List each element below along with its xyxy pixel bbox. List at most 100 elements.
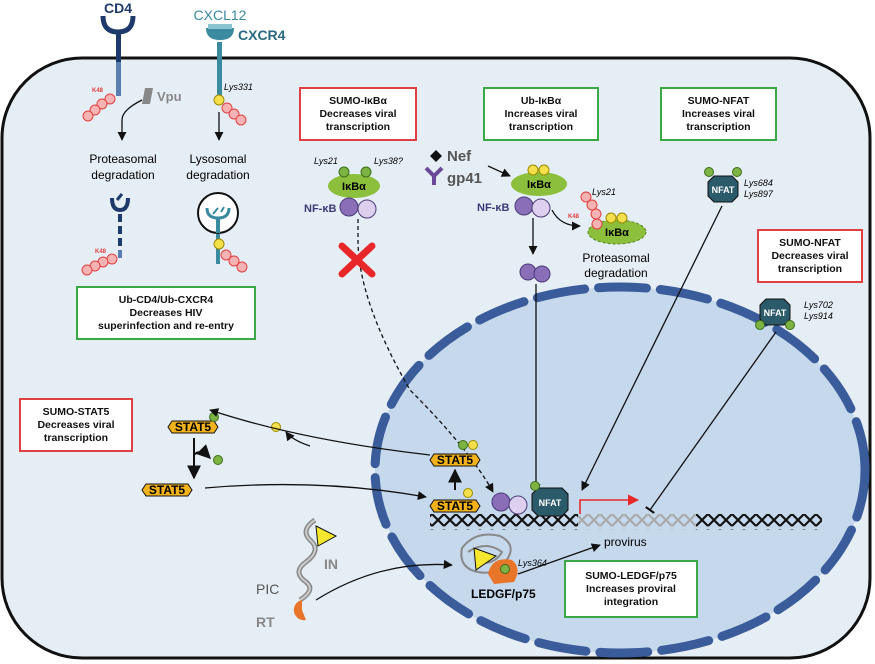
red-cross [338, 242, 376, 278]
nfat-activate-arrow [581, 205, 723, 491]
box-sumo-ledgf-title: SUMO-LEDGF/p75 [585, 569, 677, 582]
box-sumo-ikba-line3: transcription [325, 120, 391, 133]
box-ub-cd4-title: Ub-CD4/Ub-CXCR4 [118, 293, 214, 306]
box-sumo-ledgf: SUMO-LEDGF/p75 Increases proviral integr… [564, 560, 698, 618]
host-dna-right [696, 514, 822, 530]
lys21-left-label: Lys21 [314, 156, 338, 166]
proteasomal-degradation-right-1: Proteasomal [582, 251, 649, 265]
cxcr4-label: CXCR4 [238, 27, 286, 43]
nef-to-ikba-arrow [487, 165, 511, 177]
box-sumo-stat5-line2: Decreases viral [37, 418, 115, 431]
cd4-label: CD4 [104, 0, 132, 16]
gp41-icon [424, 166, 444, 185]
rt-label: RT [256, 614, 275, 630]
ledgf-integration-arrow [517, 543, 601, 575]
box-sumo-stat5: SUMO-STAT5 Decreases viral transcription [19, 398, 133, 452]
nfkb-free-subunit [519, 263, 537, 281]
stat5-nuclear-bottom-label: STAT5 [437, 499, 474, 513]
host-dna [430, 514, 578, 530]
k48-label-2: K48 [95, 249, 107, 255]
nfkb-subunit [357, 199, 377, 219]
cd4-ubiquitin-chain [82, 93, 116, 122]
cd4-receptor [100, 15, 136, 96]
box-sumo-stat5-title: SUMO-STAT5 [42, 405, 110, 418]
nfkb-bound-subunit [491, 492, 511, 512]
nfkb-subunit [531, 198, 551, 218]
lys38-label: Lys38? [374, 156, 403, 166]
stat5-left-bottom [141, 483, 193, 497]
box-sumo-ikba-title: SUMO-IκBα [329, 94, 387, 107]
nfat-top-label: NFAT [712, 185, 735, 195]
stat5-nuclear-bottom [429, 488, 481, 513]
nfat-bound-label: NFAT [539, 498, 562, 508]
nfkb-right-label: NF-κB [477, 202, 509, 214]
k48-label: K48 [92, 88, 104, 94]
nfkb-subunit [339, 197, 359, 217]
lys914-label: Lys914 [804, 311, 833, 321]
box-sumo-nfat-dec-line2: Decreases viral [771, 249, 849, 262]
sumo-badge [360, 166, 372, 178]
lys21-right-label: Lys21 [592, 187, 616, 197]
pic-label: PIC [256, 581, 279, 597]
box-ub-cd4-line3: superinfection and re-entry [98, 319, 234, 332]
cd4-degraded [81, 193, 130, 276]
nfkb-bound-subunit [508, 495, 528, 515]
phosphate-badge [616, 212, 628, 224]
lys897-label: Lys897 [744, 189, 774, 199]
box-ub-cd4-cxcr4: Ub-CD4/Ub-CXCR4 Decreases HIV superinfec… [76, 286, 256, 340]
phosphate-badge [271, 422, 281, 432]
sumo-badge [755, 320, 765, 330]
sumo-badge [785, 320, 795, 330]
box-sumo-nfat-dec-title: SUMO-NFAT [779, 236, 841, 249]
ikba-right-label: IκBα [527, 179, 551, 191]
box-sumo-nfat-inc-title: SUMO-NFAT [687, 94, 750, 107]
sumo-badge [338, 166, 350, 178]
phosphate-badge [213, 94, 225, 106]
nfat-sumo-protein [707, 175, 739, 203]
nfat-mid-label: NFAT [764, 308, 787, 318]
lys364-label: Lys364 [518, 558, 547, 568]
sumo-badge [732, 167, 742, 177]
box-ub-ikba-line2: Increases viral [504, 107, 578, 120]
nfat-bound-protein [531, 487, 569, 517]
provirus-label: provirus [604, 535, 647, 549]
proteasomal-degradation-right-2: degradation [584, 266, 647, 280]
ikba-sumo-protein [328, 174, 380, 198]
sumo-badge [530, 481, 540, 491]
nfkb-subunit [514, 196, 534, 216]
box-sumo-nfat-dec-line3: transcription [777, 262, 843, 275]
phosphate-badge [538, 164, 550, 176]
provirus-dna [578, 514, 696, 530]
box-sumo-ledgf-line3: integration [603, 595, 659, 608]
stat5-phos-release-arrow [285, 431, 311, 447]
ikba-degradation-arrow [551, 209, 581, 231]
stat5-split-arrow [193, 438, 211, 459]
gp41-label: gp41 [447, 170, 482, 187]
ikba-ub-protein [511, 172, 567, 196]
k48-label-3: K48 [568, 214, 580, 220]
phosphate-badge [527, 164, 539, 176]
promoter-arrow [579, 494, 640, 514]
ikba-ubiquitin-chain [580, 191, 603, 230]
nef-diamond [430, 150, 442, 162]
stat5-nuclear-top [429, 440, 481, 467]
cxcr4-degraded [213, 234, 248, 273]
lys702-label: Lys702 [804, 300, 833, 310]
sumo-badge [213, 455, 223, 465]
cd4-degradation-arrow [117, 99, 143, 141]
in-label: IN [324, 556, 338, 572]
proteasomal-degradation-label-2: degradation [91, 168, 154, 182]
vpu-protein [142, 88, 153, 104]
stat5-export-arrow [209, 408, 431, 456]
nef-label: Nef [447, 148, 472, 165]
lysosomal-degradation-label-1: Lysosomal [190, 152, 247, 166]
proteasomal-degradation-label-1: Proteasomal [89, 152, 156, 166]
box-ub-cd4-line2: Decreases HIV [129, 306, 203, 319]
nfkb-free-subunit [533, 265, 551, 283]
box-sumo-nfat-increases: SUMO-NFAT Increases viral transcription [660, 87, 777, 141]
box-sumo-nfat-decreases: SUMO-NFAT Decreases viral transcription [757, 229, 863, 283]
box-sumo-ledgf-line2: Increases proviral [586, 582, 676, 595]
lysosomal-degradation-label-2: degradation [186, 168, 249, 182]
vpu-label: Vpu [157, 89, 182, 104]
